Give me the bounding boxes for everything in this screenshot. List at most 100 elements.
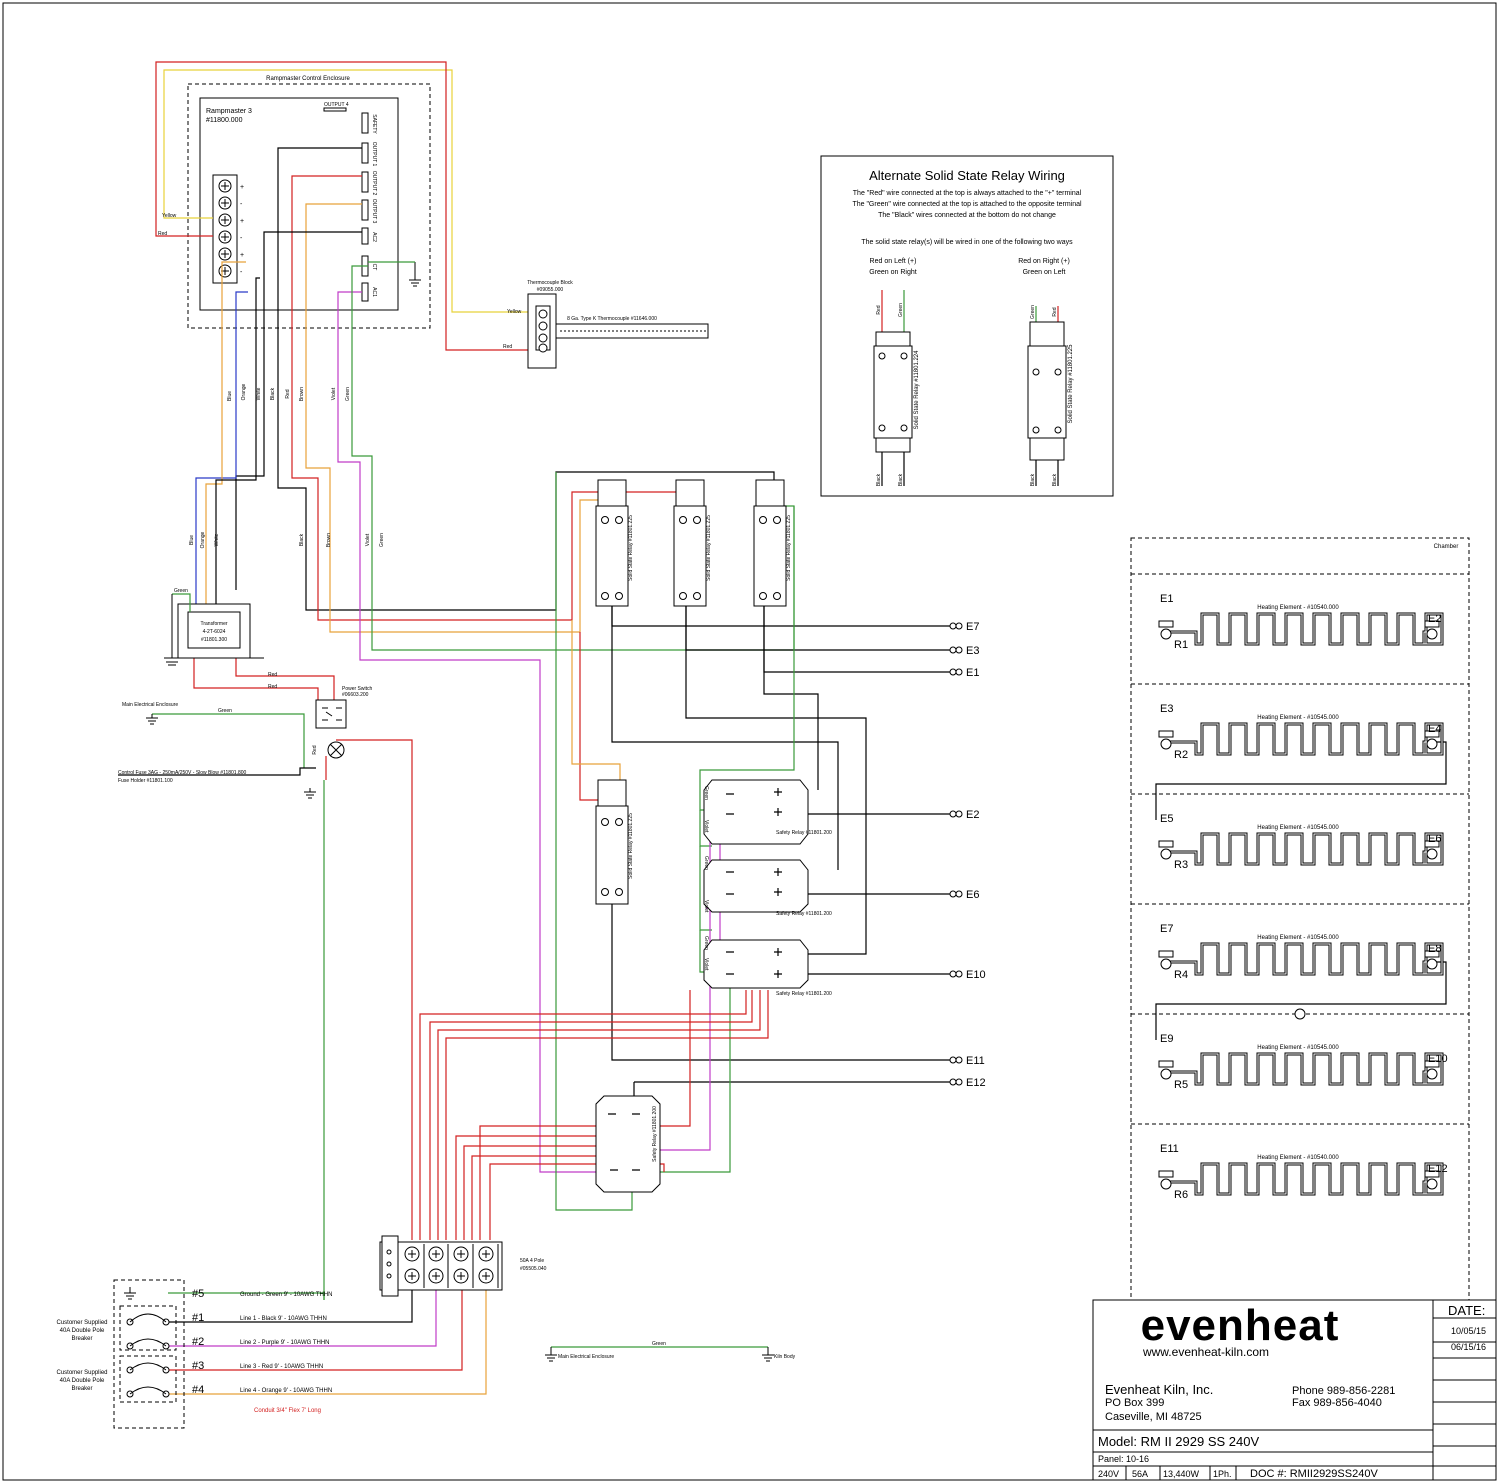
date-1: 10/05/15: [1451, 1326, 1486, 1336]
element-right-label: E8: [1428, 943, 1441, 955]
tc-wire-yellow: Yellow: [507, 309, 522, 315]
ground-bond: Main Electrical Enclosure Kiln Body Gree…: [545, 1341, 796, 1362]
output4-label: OUTPUT 4: [324, 102, 349, 108]
harness-blue: Blue: [227, 391, 233, 401]
terminal-e12: E12: [966, 1077, 986, 1089]
spec-volts: 240V: [1098, 1469, 1119, 1479]
spec-amps: 56A: [1132, 1469, 1148, 1479]
supply-num-4: #4: [192, 1384, 204, 1396]
element-terminal-right: [1426, 738, 1438, 750]
harness-white: White: [256, 387, 262, 400]
safety-relay-2-label: Safety Relay #11801.200: [776, 911, 832, 917]
sw-wire-red-3: Red: [312, 745, 318, 754]
supply-num-1: #1: [192, 1312, 204, 1324]
harness-lower-brown: Brown: [326, 533, 332, 547]
model-label: Model: RM II 2929 SS 240V: [1098, 1434, 1259, 1449]
sw-wire-red-1: Red: [268, 672, 277, 678]
company-url: www.evenheat-kiln.com: [1142, 1345, 1269, 1359]
ssr-4-label: Solid State Relay #11801.225: [628, 813, 634, 879]
thermocouple-block: Thermocouple Block #09055.000 8 Ga. Type…: [503, 280, 709, 369]
element-right-label: E12: [1428, 1163, 1448, 1175]
alt-left-caption-1: Red on Left (+): [870, 258, 917, 265]
alt-line3: The "Black" wires connected at the botto…: [878, 212, 1056, 219]
element-terminal-left: [1160, 848, 1172, 860]
element-terminal-right: [1426, 958, 1438, 970]
supply-num-3: #3: [192, 1360, 204, 1372]
ground-icon: [146, 714, 158, 725]
term-ac2: AC2: [371, 232, 377, 242]
element-terminal-right: [1426, 1068, 1438, 1080]
element-right-label: E6: [1428, 833, 1441, 845]
relay-wire-violet-1: Violet: [703, 820, 709, 833]
harness-lower-blue: Blue: [189, 535, 195, 545]
company-fax: Fax 989-856-4040: [1292, 1397, 1382, 1409]
transformer-part-b: #11801.300: [201, 637, 227, 643]
element-terminal-right: [1426, 1178, 1438, 1190]
element-r-label: R3: [1174, 859, 1188, 871]
element-terminal-right: [1426, 848, 1438, 860]
harness-brown: Brown: [299, 387, 305, 401]
date-label: DATE:: [1448, 1303, 1485, 1318]
power-switch-label: Power Switch: [342, 686, 373, 692]
pm-5: -: [240, 269, 243, 276]
element-part-label: Heating Element - #10545.000: [1257, 825, 1339, 831]
element-terminal-left: [1160, 958, 1172, 970]
harness-orange: Orange: [241, 383, 247, 400]
ssr-2: Solid State Relay #11801.225: [673, 479, 712, 607]
term-output2: OUTPUT 2: [371, 171, 377, 196]
supply-text-2: Line 2 - Purple 9' - 10AWG THHN: [240, 1340, 330, 1346]
pm-1: -: [240, 201, 243, 208]
evenheat-logo: evenheat: [1141, 1301, 1340, 1350]
ctrl-wire-red: Red: [158, 231, 167, 237]
supply-text-1: Line 1 - Black 9' - 10AWG THHN: [240, 1316, 327, 1322]
doc-number: DOC #: RMII2929SS240V: [1250, 1468, 1378, 1480]
harness-red: Red: [285, 389, 291, 398]
ssr-2-label: Solid State Relay #11801.225: [706, 515, 712, 581]
panel-label: Panel: 10-16: [1098, 1454, 1149, 1464]
main-enclosure-label: Main Electrical Enclosure: [122, 702, 178, 708]
ground-icon: [304, 788, 316, 799]
element-part-label: Heating Element - #10545.000: [1257, 935, 1339, 941]
harness-lower-violet: Violet: [365, 533, 371, 546]
chamber-label: Chamber: [1434, 544, 1459, 550]
element-right-label: E10: [1428, 1053, 1448, 1065]
element-terminals: E7 E3 E1 E2 E6 E10 E11 E12: [949, 621, 986, 1089]
element-left-label: E7: [1160, 923, 1173, 935]
ssr-1: Solid State Relay #11801.225: [595, 479, 634, 607]
ctrl-wire-yellow: Yellow: [162, 213, 177, 219]
ground-icon: [762, 1347, 774, 1362]
ground-icon: [124, 1287, 136, 1300]
transformer-label: Transformer: [200, 621, 227, 627]
ground-icon: [164, 594, 264, 666]
relay-wire-green-1: Green: [703, 786, 709, 800]
alt-left-relay: Solid State Relay #11801.224: [914, 350, 920, 430]
alt-left-wire-black-2: Black: [898, 473, 904, 486]
ground-icon: [409, 262, 421, 287]
harness-green: Green: [345, 387, 351, 401]
alt-left-wire-red: Red: [876, 305, 882, 314]
safety-relay-3-label: Safety Relay #11801.200: [776, 991, 832, 997]
element-r-label: R2: [1174, 749, 1188, 761]
tc-wire-red: Red: [503, 344, 512, 350]
harness-black: Black: [270, 387, 276, 400]
terminal-block-part: #05505.040: [520, 1266, 547, 1272]
terminal-e6: E6: [966, 889, 979, 901]
element-part-label: Heating Element - #10545.000: [1257, 1045, 1339, 1051]
alt-title: Alternate Solid State Relay Wiring: [869, 168, 1065, 183]
controller-part: #11800.000: [206, 117, 243, 124]
alt-left-wire-black-1: Black: [876, 473, 882, 486]
transformer-part-a: 4-2T-6024: [203, 629, 226, 635]
company-name: Evenheat Kiln, Inc.: [1105, 1382, 1213, 1397]
transformer: Transformer 4-2T-6024 #11801.300 Green: [164, 588, 264, 666]
alt-line1: The "Red" wire connected at the top is a…: [853, 190, 1082, 197]
fuse-line2: Fuse Holder #11801.100: [118, 778, 173, 784]
element-part-label: Heating Element - #10540.000: [1257, 1155, 1339, 1161]
alt-right-relay: Solid State Relay #11801.225: [1068, 344, 1074, 424]
tc-block-part: #09055.000: [537, 287, 564, 293]
ssr-3-label: Solid State Relay #11801.225: [786, 515, 792, 581]
power-switch-part: #06603.200: [342, 692, 369, 698]
alternate-ssr-wiring: Alternate Solid State Relay Wiring The "…: [820, 155, 1114, 497]
